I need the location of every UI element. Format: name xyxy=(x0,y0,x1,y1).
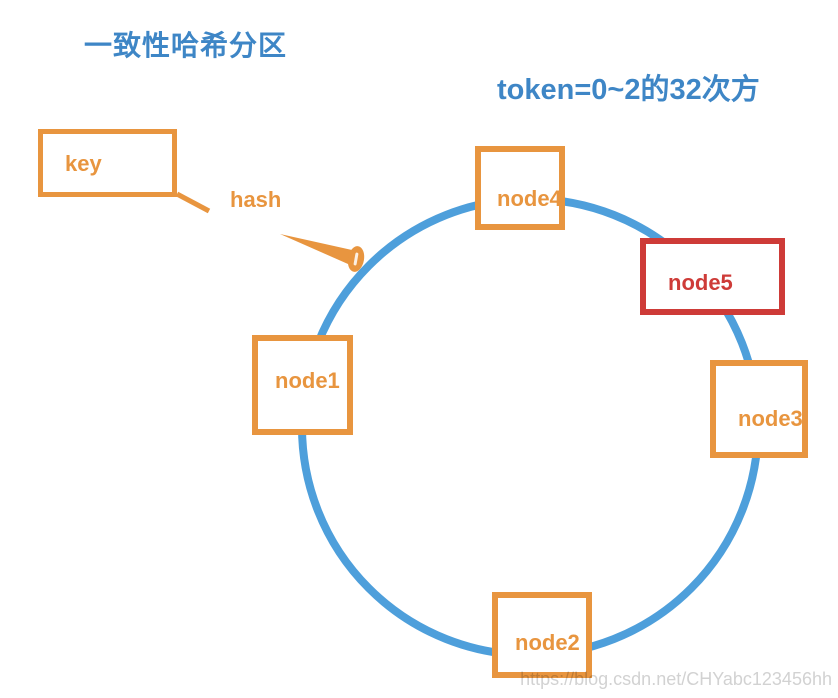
token-formula-label: token=0~2的32次方 xyxy=(497,74,760,106)
key-label: key xyxy=(65,151,102,176)
key-box: key xyxy=(38,129,177,197)
hash-pointer-arrow xyxy=(280,234,352,264)
page-title: 一致性哈希分区 xyxy=(84,30,288,61)
node-box-node5: node5 xyxy=(640,238,785,315)
node-label: node3 xyxy=(738,406,803,431)
node-label: node4 xyxy=(497,186,562,211)
node-label: node5 xyxy=(668,270,733,295)
key-connector-line xyxy=(175,191,211,214)
watermark: https://blog.csdn.net/CHYabc123456hh xyxy=(520,669,832,689)
node-box-node4: node4 xyxy=(475,146,565,230)
hash-pin-icon xyxy=(347,246,365,272)
hash-label: hash xyxy=(230,187,282,212)
node-label: node2 xyxy=(515,630,580,655)
node-box-node2: node2 xyxy=(492,592,592,678)
node-label: node1 xyxy=(275,368,340,393)
node-box-node1: node1 xyxy=(252,335,353,435)
node-box-node3: node3 xyxy=(710,360,808,458)
